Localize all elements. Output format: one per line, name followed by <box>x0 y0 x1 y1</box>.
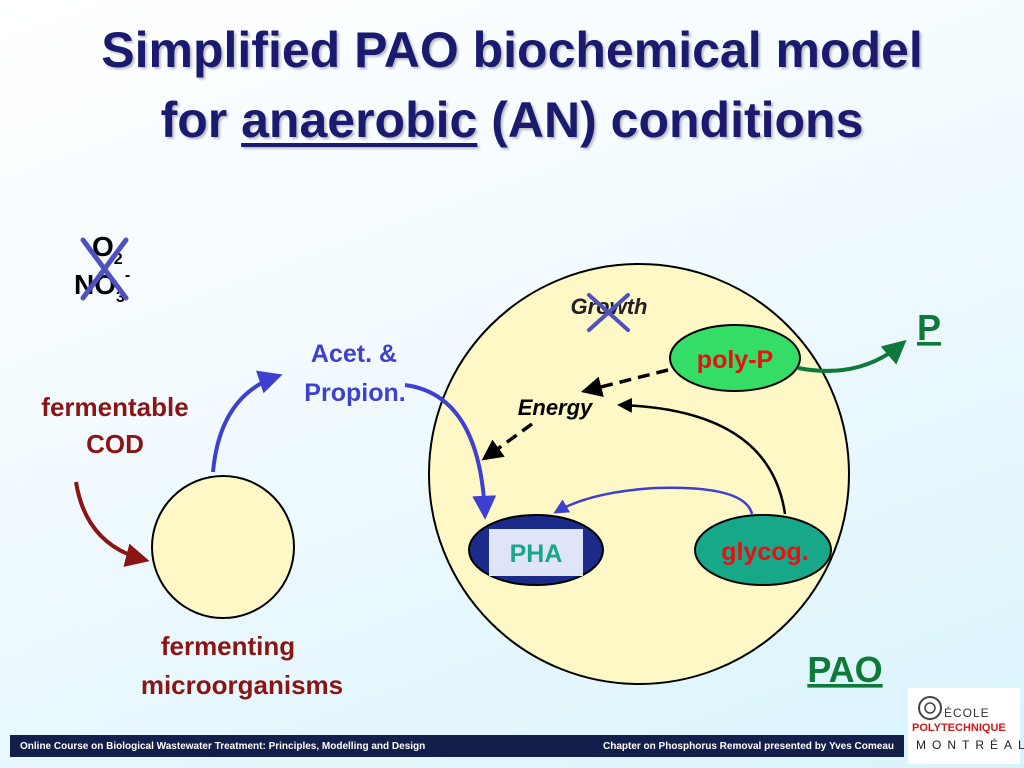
logo-ecole: ÉCOLE <box>944 706 990 720</box>
vfa-to-pha-arrow <box>404 383 497 520</box>
fermenter-to-vfa-arrow <box>211 370 283 473</box>
slide-title-line-2: for anaerobic (AN) conditions <box>0 90 1024 150</box>
glycogen-granule <box>694 514 832 586</box>
energy-to-pha-arrow <box>481 422 534 461</box>
pao-label: PAO <box>807 649 882 690</box>
pha-label: PHA <box>510 540 563 568</box>
polyp-to-energy-arrow <box>580 368 669 398</box>
glycogen-to-energy-arrow <box>617 397 787 515</box>
o2-label: O2 <box>92 231 123 268</box>
polytechnique-seal-icon <box>918 696 942 720</box>
title-prefix: for <box>160 92 242 148</box>
growth-cross-icon <box>587 293 630 332</box>
phosphate-label: P <box>917 307 941 348</box>
footer-bar: Online Course on Biological Wastewater T… <box>10 735 904 757</box>
logo-montreal: MONTRÉAL <box>916 738 1024 752</box>
footer-course-text: Online Course on Biological Wastewater T… <box>20 740 426 752</box>
title-underlined-word: anaerobic <box>241 92 478 148</box>
footer-chapter-text: Chapter on Phosphorus Removal presented … <box>602 740 894 752</box>
poly-p-granule <box>669 324 801 392</box>
glycogen-to-pha-arrow <box>553 486 754 515</box>
acet-label-2: Propion. <box>304 379 405 407</box>
energy-label: Energy <box>518 395 594 420</box>
slide-title-line-1: Simplified PAO biochemical model <box>101 22 923 78</box>
poly-p-label: poly-P <box>697 346 773 374</box>
glycogen-label: glycog. <box>721 538 809 566</box>
fermenting-microorganism-cell <box>151 475 295 619</box>
cod-to-fermenter-arrow <box>74 481 150 567</box>
acet-label-1: Acet. & <box>311 340 397 368</box>
fermenting-label-1: fermenting <box>161 631 295 661</box>
fermentable-cod-label-1: fermentable <box>41 392 188 422</box>
pha-label-box <box>489 529 583 576</box>
polyp-release-arrow <box>797 339 907 373</box>
excluded-acceptors: O2 NO3- <box>74 231 130 306</box>
fermenting-label-2: microorganisms <box>141 670 343 700</box>
logo-polytechnique: POLYTECHNIQUE <box>912 722 1006 734</box>
fermentable-cod-label-2: COD <box>86 429 144 459</box>
title-suffix: (AN) conditions <box>477 92 864 148</box>
cross-icon <box>80 237 129 301</box>
pao-cell <box>428 263 850 685</box>
polytechnique-logo: ÉCOLE POLYTECHNIQUE MONTRÉAL <box>908 688 1024 764</box>
